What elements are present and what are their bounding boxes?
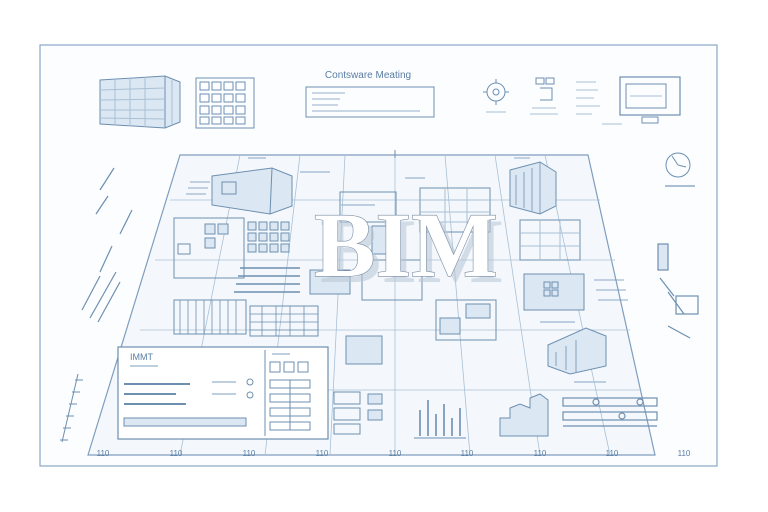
- panel-caption: IMMT: [130, 352, 153, 362]
- striped-panel-left: [173, 299, 247, 335]
- device-icon: [530, 77, 558, 115]
- timeline-sketch: [562, 397, 658, 427]
- scale-label: 110: [243, 449, 256, 458]
- scale-label: 110: [170, 449, 183, 458]
- tile-grid: [247, 221, 290, 253]
- scale-label: 110: [389, 449, 402, 458]
- right-grid: [519, 219, 581, 261]
- striped-panel-mid: [249, 305, 319, 337]
- bottom-scale: 110 110 110 110 110 110 110 110 110: [97, 449, 691, 458]
- gear-icon: [483, 79, 509, 113]
- right-room-plan: [523, 273, 628, 311]
- right-annotations: [657, 243, 699, 339]
- scale-label: 110: [534, 449, 547, 458]
- left-annotations: [81, 167, 133, 323]
- scale-label: 110: [678, 449, 691, 458]
- scale-label: 110: [461, 449, 474, 458]
- city-skyline-sketch: [499, 393, 549, 437]
- mid-table: [419, 187, 491, 233]
- dashboard-panel: IMMT: [117, 346, 329, 440]
- building-block-icon: [99, 75, 181, 129]
- facade-grid-icon: [195, 77, 255, 129]
- header-title: Contsware Meating: [325, 70, 411, 81]
- left-ruler: [60, 373, 83, 443]
- left-building-model: [211, 167, 293, 215]
- clock-icon: [665, 152, 695, 187]
- hero-shadow: BIM: [320, 200, 504, 302]
- right-tower-model: [509, 161, 557, 215]
- equipment-box: [345, 335, 383, 365]
- central-plan: [309, 150, 423, 301]
- small-tower-model: [547, 327, 607, 383]
- bim-headline: BIM: [314, 194, 498, 296]
- note-box: [305, 86, 435, 118]
- left-plan-room: [173, 217, 245, 279]
- dash-labels: [248, 157, 575, 323]
- text-list: [576, 81, 622, 125]
- central-room-box: [435, 299, 497, 341]
- roof-bars: [234, 267, 300, 293]
- bar-chart-sketch: [414, 400, 466, 439]
- control-widgets: [333, 391, 383, 435]
- bim-headline-shadow: BIM: [320, 200, 504, 302]
- scale-label: 110: [316, 449, 329, 458]
- floor-plan: IMMT: [87, 150, 658, 456]
- monitor-icon: [619, 76, 681, 124]
- scale-label: 110: [606, 449, 619, 458]
- scale-label: 110: [97, 449, 110, 458]
